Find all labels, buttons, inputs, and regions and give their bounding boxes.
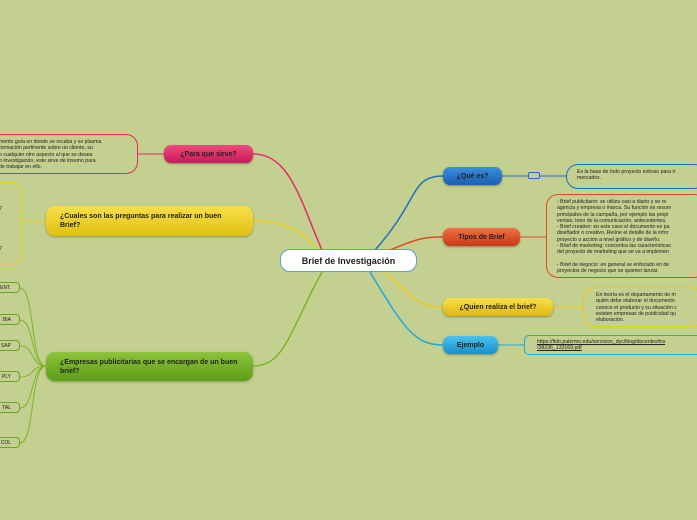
node-empresas-label: ¿Empresas publicitarias que se encargan … — [60, 358, 238, 375]
connector-para-que — [252, 153, 323, 251]
empresa-item[interactable]: BIA — [0, 314, 20, 325]
node-ejemplo[interactable]: Ejemplo — [443, 336, 498, 354]
empresa-item[interactable]: ENT. — [0, 282, 20, 293]
node-que-es[interactable]: ¿Qué es? — [443, 167, 502, 185]
node-para-que-label: ¿Para que sirve? — [180, 150, 237, 158]
node-preguntas-label: ¿Cuales son las preguntas para realizar … — [60, 213, 222, 229]
note-preguntas: ? ? — [0, 182, 22, 266]
connector-preguntas — [252, 220, 319, 251]
center-node[interactable]: Brief de Investigación — [280, 249, 417, 272]
empresa-item-label: SAP — [0, 342, 11, 349]
note-que-es: Es la base de todo proyecto exitoso para… — [566, 164, 697, 189]
connector-empresas — [252, 271, 323, 367]
node-empresas[interactable]: ¿Empresas publicitarias que se encargan … — [46, 352, 253, 381]
connector-ejemplo — [369, 271, 444, 346]
empresa-item-label: TAL — [2, 404, 11, 411]
empresa-item-label: COL — [0, 439, 11, 446]
connector-que-es — [374, 175, 444, 251]
node-que-es-label: ¿Qué es? — [456, 172, 489, 180]
empresa-item-label: PLY — [1, 373, 11, 380]
node-quien-label: ¿Quien realiza el brief? — [459, 303, 537, 311]
node-quien[interactable]: ¿Quien realiza el brief? — [443, 298, 553, 316]
note-para-que: mento guía en donde se recaba y se plasm… — [0, 134, 138, 174]
node-ejemplo-label: Ejemplo — [456, 341, 485, 349]
empresa-item[interactable]: PLY — [0, 371, 20, 382]
empresa-item[interactable]: SAP — [0, 340, 20, 351]
node-tipos-label: Tipos de Brief — [458, 233, 505, 241]
link-ejemplo[interactable]: https://fido.palermo.edu/servicios_dyc/b… — [524, 335, 697, 355]
empresa-item-label: BIA — [2, 316, 11, 323]
empresa-item[interactable]: TAL — [0, 402, 20, 413]
empresa-item-label: ENT. — [0, 284, 11, 291]
note-quien: En teoría es el departamento de m quién … — [583, 287, 697, 327]
note-tipos: - Brief publicitario: se utiliza casi a … — [546, 194, 697, 278]
collapse-toggle[interactable] — [528, 172, 540, 179]
connector-tipos — [389, 236, 444, 251]
connector-quien — [384, 271, 444, 308]
center-node-label: Brief de Investigación — [301, 255, 396, 266]
node-tipos[interactable]: Tipos de Brief — [443, 228, 520, 246]
node-preguntas[interactable]: ¿Cuales son las preguntas para realizar … — [46, 206, 253, 236]
empresa-item[interactable]: COL — [0, 437, 20, 448]
connector-empresas-items — [19, 287, 47, 444]
node-para-que[interactable]: ¿Para que sirve? — [164, 145, 253, 163]
